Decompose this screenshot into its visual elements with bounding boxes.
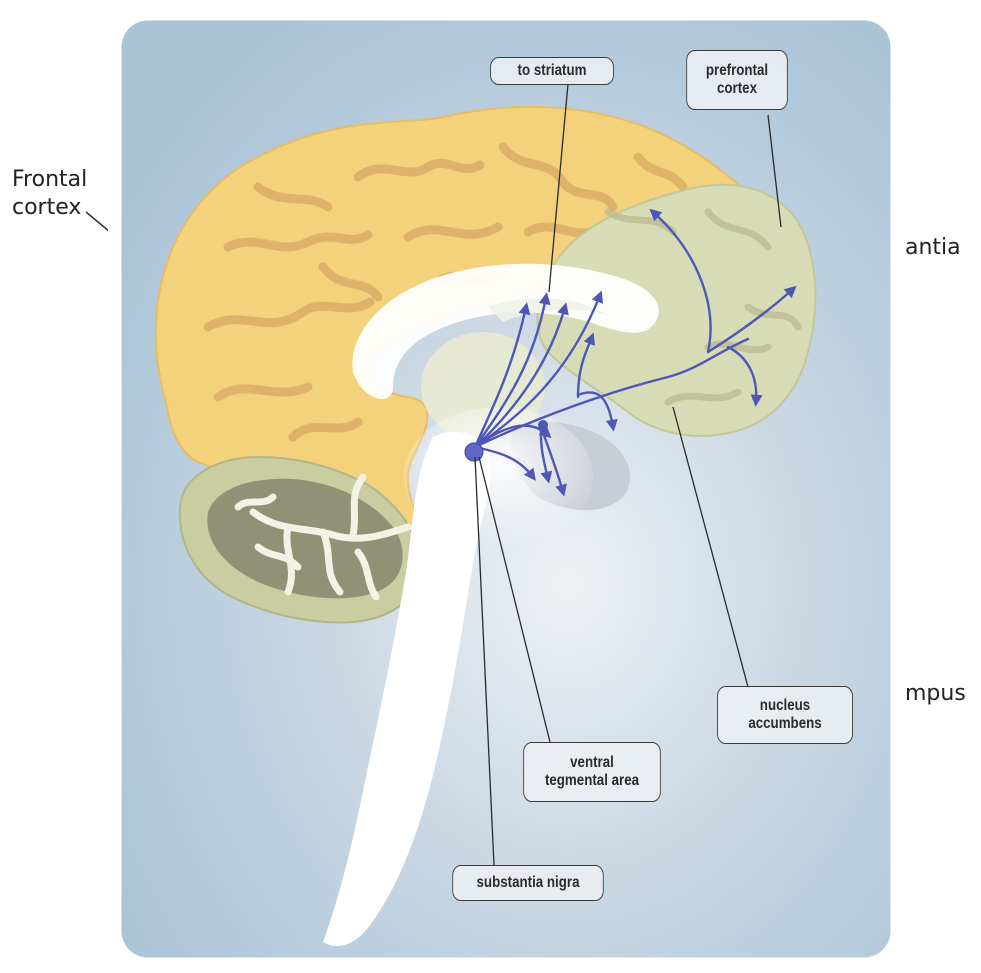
callout-to-striatum-text: to striatum: [518, 62, 587, 80]
callout-nucleus-accumbens: nucleus accumbens: [717, 686, 853, 744]
brain-diagram: [108, 7, 904, 968]
callout-nucleus-line2: accumbens: [748, 715, 821, 733]
frontal-label-line1: Frontal: [12, 166, 87, 194]
substantia-nigra-node: [538, 420, 548, 430]
callout-prefrontal-cortex: prefrontal cortex: [686, 50, 787, 110]
callout-prefrontal-line1: prefrontal: [706, 62, 768, 80]
callout-nucleus-line1: nucleus: [760, 697, 810, 715]
callout-ventral-tegmental-area: ventral tegmental area: [523, 742, 661, 802]
substantia-fragment-label: antia: [905, 234, 961, 262]
hippocampus-fragment-label: mpus: [905, 680, 966, 708]
callout-ventral-line1: ventral: [570, 754, 614, 772]
frontal-cortex-label: Frontal cortex: [12, 166, 87, 222]
vta-node: [465, 443, 483, 461]
callout-substantia-nigra: substantia nigra: [452, 865, 603, 901]
frontal-label-line2: cortex: [12, 194, 87, 222]
pons-glow: [403, 407, 593, 547]
callout-to-striatum: to striatum: [490, 57, 614, 85]
callout-prefrontal-line2: cortex: [717, 80, 757, 98]
callout-ventral-line2: tegmental area: [545, 772, 639, 790]
callout-substantia-nigra-text: substantia nigra: [477, 874, 580, 892]
